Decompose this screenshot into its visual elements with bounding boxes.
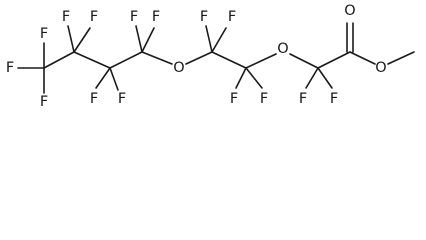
bond: [317, 67, 333, 89]
bond: [245, 53, 277, 69]
atom-f7: F: [118, 91, 126, 107]
atom-f3: F: [40, 26, 48, 42]
bond: [205, 25, 213, 53]
bond: [109, 67, 119, 91]
bonds: [17, 22, 415, 94]
atom-f8: F: [130, 9, 138, 25]
bond: [73, 27, 91, 53]
bond: [235, 67, 247, 89]
bond: [95, 67, 111, 89]
bond: [109, 51, 143, 69]
bond: [67, 25, 75, 53]
bond: [135, 25, 143, 53]
atom-f5: F: [90, 9, 98, 25]
atom-f15: F: [330, 91, 338, 107]
bond: [289, 53, 319, 69]
atom-f2: F: [40, 94, 48, 110]
bond: [73, 51, 111, 69]
bond: [211, 51, 247, 69]
structure-canvas: F F F F F F F F F O F F F F O F F O O: [0, 0, 426, 118]
atom-o1: O: [173, 60, 184, 76]
atom-f14: F: [299, 91, 307, 107]
atom-labels: F F F F F F F F F O F F F F O F F O O: [6, 3, 387, 110]
bond: [387, 51, 415, 65]
atom-f1: F: [6, 60, 14, 76]
bond: [185, 51, 213, 65]
bond: [43, 51, 75, 69]
bond: [349, 51, 376, 65]
atom-f6: F: [90, 91, 98, 107]
bond: [305, 67, 319, 89]
atom-o4: O: [375, 60, 386, 76]
atom-o2: O: [277, 41, 288, 57]
molecule-structure: F F F F F F F F F O F F F F O F F O O: [6, 3, 415, 110]
atom-f9: F: [152, 9, 160, 25]
bond: [141, 51, 173, 65]
atom-f12: F: [230, 91, 238, 107]
bond: [317, 51, 351, 69]
bond: [245, 67, 263, 89]
bond: [211, 27, 227, 53]
atom-f4: F: [62, 9, 70, 25]
atom-o3: O: [344, 3, 355, 19]
atom-f10: F: [200, 9, 208, 25]
atom-f11: F: [228, 9, 236, 25]
bond: [141, 27, 155, 53]
atom-f13: F: [260, 91, 268, 107]
